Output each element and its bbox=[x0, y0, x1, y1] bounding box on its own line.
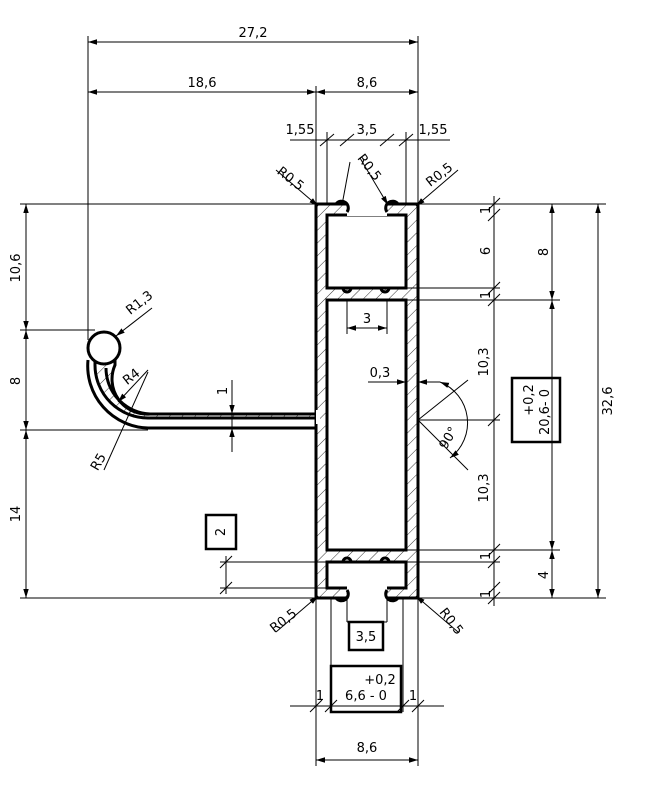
label-lip-right: 1,55 bbox=[419, 123, 448, 138]
leader-radius-hook-inner bbox=[117, 369, 149, 403]
label-tol-height-value: 20,6- 0 bbox=[538, 389, 553, 435]
notch-lower-right bbox=[379, 556, 391, 563]
box-boxed-wall bbox=[204, 513, 238, 551]
hook-outer-arc bbox=[86, 359, 149, 430]
notch-lower-left bbox=[341, 556, 353, 563]
box-tol-height bbox=[510, 376, 562, 444]
label-lip-left: 1,55 bbox=[286, 123, 315, 138]
label-bottom-width: 8,6 bbox=[357, 741, 378, 756]
leader-radius-top-mid bbox=[341, 161, 351, 206]
leader-radius-top-left bbox=[275, 169, 319, 207]
label-tol-width-upper: +0,2 bbox=[364, 673, 396, 688]
label-side-wall-right: 1 bbox=[409, 689, 417, 704]
label-bottom-wall-upper: 1 bbox=[479, 552, 494, 560]
label-tol-height-upper: +0,2 bbox=[522, 384, 537, 416]
label-bottom-wall-lower: 1 bbox=[479, 590, 494, 598]
tolerance-boxes bbox=[204, 376, 562, 714]
label-right-upper: 8 bbox=[537, 248, 552, 256]
top-lip-right bbox=[384, 199, 418, 213]
label-height-upper-left: 10,6 bbox=[9, 254, 24, 283]
leader-radius-bottom-left bbox=[275, 595, 319, 633]
label-right-width-top: 8,6 bbox=[357, 76, 378, 91]
label-chamber-upper: 10,3 bbox=[477, 348, 492, 377]
leader-radius-hook-tip bbox=[115, 307, 153, 337]
label-upper-wall-lower: 1 bbox=[479, 291, 494, 299]
label-height-mid-left: 8 bbox=[9, 377, 24, 385]
dimension-lines bbox=[23, 39, 601, 763]
label-radius-top-mid: R0,5 bbox=[354, 152, 384, 185]
hook-tip bbox=[86, 330, 122, 366]
label-web-gap: 0,3 bbox=[370, 366, 391, 381]
notch-upper-right bbox=[379, 287, 391, 294]
label-slot-bottom: 3,5 bbox=[356, 630, 377, 645]
bottom-slot-opening bbox=[347, 586, 387, 602]
bottom-lip-right bbox=[384, 589, 418, 603]
label-angle: 90° bbox=[437, 425, 462, 452]
label-radius-bottom-right: R0,5 bbox=[436, 606, 466, 639]
label-radius-bottom-left: R0,5 bbox=[268, 606, 301, 636]
label-radius-hook-inner: R4 bbox=[120, 366, 143, 388]
label-chamber-lower: 10,3 bbox=[477, 474, 492, 503]
label-left-width: 18,6 bbox=[188, 76, 217, 91]
profile-hatched-body bbox=[314, 202, 420, 600]
extension-lines bbox=[20, 36, 606, 766]
bottom-lip-left bbox=[316, 589, 350, 603]
top-slot-opening bbox=[347, 200, 387, 216]
label-overall-width: 27,2 bbox=[239, 26, 268, 41]
profile-section bbox=[86, 199, 420, 603]
label-tol-width-value: 6,6 - 0 bbox=[345, 689, 387, 704]
notch-upper-left bbox=[341, 287, 353, 294]
label-top-wall: 1 bbox=[479, 206, 494, 214]
label-height-lower-left: 14 bbox=[9, 506, 24, 523]
label-side-wall-left: 1 bbox=[316, 689, 324, 704]
box-tol-width bbox=[329, 664, 403, 714]
top-lip-left bbox=[316, 199, 350, 213]
label-overall-height: 32,6 bbox=[601, 387, 616, 416]
label-upper-pocket: 6 bbox=[479, 247, 494, 255]
leader-radius-hook-outer bbox=[103, 371, 149, 471]
label-slot-top: 3,5 bbox=[357, 123, 378, 138]
label-radius-hook-outer: R5 bbox=[88, 451, 110, 473]
angle-arc bbox=[439, 381, 469, 459]
label-boxed-wall: 2 bbox=[214, 528, 229, 536]
leader-radius-top-right bbox=[415, 169, 459, 207]
label-radius-top-left: R0,5 bbox=[274, 164, 307, 194]
label-radius-hook-tip: R1,3 bbox=[124, 288, 157, 318]
label-right-lower: 4 bbox=[537, 571, 552, 579]
label-flange-thickness: 1 bbox=[216, 387, 231, 395]
box-slot-bottom bbox=[347, 620, 385, 652]
dimension-labels: 27,2 18,6 8,6 1,55 3,5 1,55 R0,5 R0,5 R0… bbox=[9, 26, 616, 756]
leader-radius-bottom-right bbox=[415, 595, 459, 633]
label-slot-gap: 3 bbox=[363, 312, 371, 327]
